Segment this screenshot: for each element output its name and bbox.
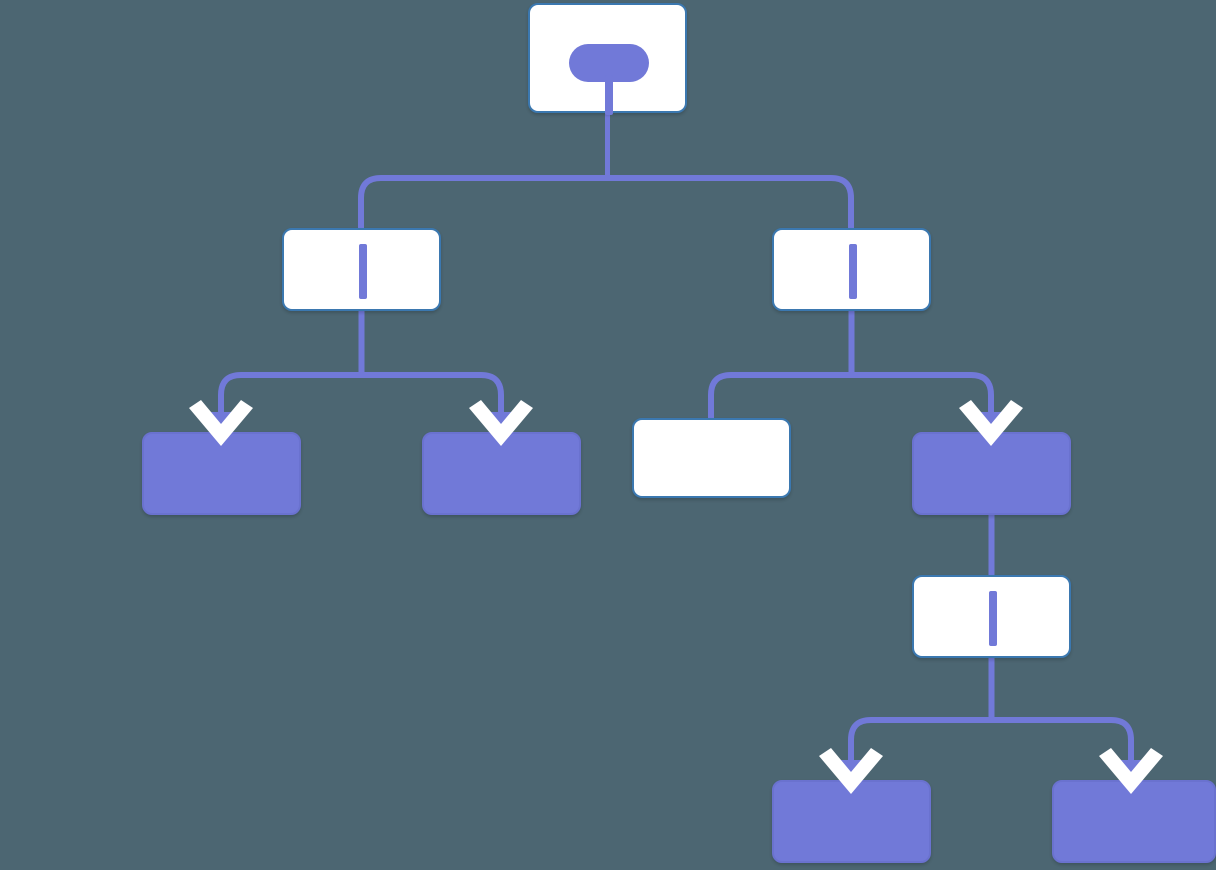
node-leaf-bottom-left[interactable] (772, 780, 931, 863)
node-leaf-bottom-right[interactable] (1052, 780, 1216, 863)
node-level1-left[interactable] (282, 228, 441, 311)
root-stem-shape (605, 75, 613, 115)
node-branch-right-right[interactable] (912, 432, 1071, 515)
node-leaf-left-right[interactable] (422, 432, 581, 515)
node-level3-right[interactable] (912, 575, 1071, 658)
level1-right-bar (849, 244, 857, 299)
node-plain-right-left[interactable] (632, 418, 791, 498)
level1-left-bar (359, 244, 367, 299)
level3-right-bar (989, 591, 997, 646)
node-leaf-left-left[interactable] (142, 432, 301, 515)
node-root[interactable] (528, 3, 687, 115)
node-level1-right[interactable] (772, 228, 931, 311)
